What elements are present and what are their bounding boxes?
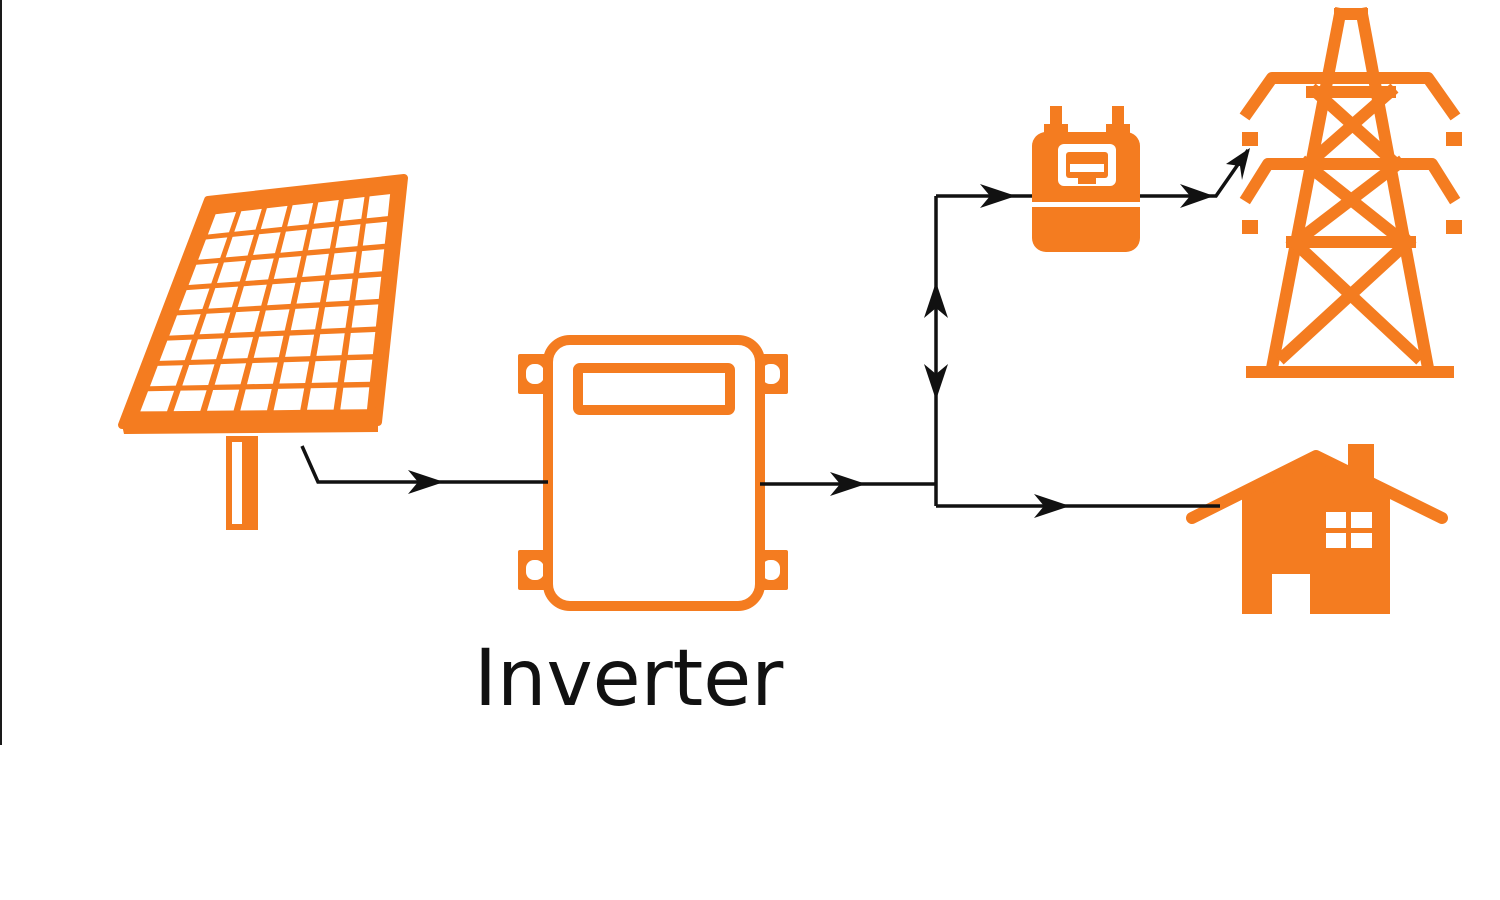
arrowhead-bus-to-meter bbox=[980, 184, 1016, 208]
solar-cell bbox=[313, 200, 339, 224]
solar-cell bbox=[307, 387, 337, 410]
solar-cell bbox=[362, 221, 388, 246]
arrowhead-solar-to-inverter bbox=[408, 470, 444, 494]
arrowhead-bus-up bbox=[924, 282, 948, 318]
solar-cell bbox=[182, 364, 215, 386]
solar-cell bbox=[199, 312, 231, 335]
connector-solar-to-inverter bbox=[300, 445, 548, 484]
solar-cell bbox=[207, 389, 240, 411]
solar-cell bbox=[253, 335, 284, 358]
solar-cell bbox=[344, 359, 373, 383]
solar-cell bbox=[287, 203, 314, 227]
arrowhead-inverter-to-junction bbox=[830, 472, 866, 496]
solar-cell bbox=[279, 361, 310, 384]
solar-cell bbox=[325, 278, 353, 302]
solar-cell bbox=[340, 197, 365, 221]
solar-cell bbox=[178, 288, 210, 311]
solar-cell bbox=[321, 306, 349, 329]
solar-cell bbox=[191, 338, 223, 360]
solar-cell bbox=[198, 237, 228, 260]
solar-cell bbox=[188, 263, 219, 285]
arrowhead-into-tower bbox=[1226, 148, 1250, 180]
house-icon bbox=[1186, 444, 1448, 614]
solar-cell bbox=[267, 282, 296, 306]
solar-cell bbox=[273, 388, 305, 411]
solar-cell bbox=[245, 258, 274, 281]
arrowhead-bus-to-house bbox=[1034, 494, 1070, 518]
solar-panel-icon bbox=[118, 174, 408, 530]
solar-cell bbox=[290, 307, 320, 331]
solar-cell bbox=[159, 339, 192, 361]
arrowheads bbox=[408, 148, 1250, 518]
solar-cell bbox=[330, 251, 357, 275]
solar-cell bbox=[340, 387, 370, 410]
solar-cell bbox=[230, 310, 260, 333]
solar-cell bbox=[355, 276, 382, 301]
solar-cell bbox=[247, 362, 278, 385]
solar-cell bbox=[308, 226, 334, 251]
solar-cell bbox=[240, 389, 272, 411]
solar-cell bbox=[311, 360, 341, 383]
solar-cell bbox=[260, 205, 288, 230]
inverter-label: Inverter bbox=[474, 634, 784, 724]
solar-cell bbox=[217, 260, 246, 283]
arrowhead-meter-to-tower bbox=[1180, 184, 1214, 208]
solar-cell bbox=[234, 208, 262, 232]
solar-cell bbox=[296, 280, 324, 304]
solar-cell bbox=[366, 194, 391, 219]
solar-cell bbox=[173, 390, 207, 412]
solar-cell bbox=[207, 211, 237, 235]
solar-cell bbox=[302, 253, 329, 277]
solar-cell bbox=[237, 284, 267, 307]
solar-cell bbox=[150, 365, 183, 387]
solar-cell bbox=[351, 304, 379, 328]
solar-cell bbox=[335, 224, 361, 248]
electric-meter-icon bbox=[1032, 106, 1140, 252]
solar-cell bbox=[214, 363, 247, 385]
solar-cell bbox=[169, 314, 201, 336]
left-edge-border bbox=[0, 0, 2, 745]
solar-cell bbox=[140, 390, 175, 412]
solar-cell bbox=[347, 332, 376, 355]
transmission-tower-icon bbox=[1239, 6, 1461, 378]
arrowhead-bus-down bbox=[924, 364, 948, 400]
inverter-icon bbox=[518, 335, 788, 611]
solar-cell bbox=[225, 234, 254, 258]
solar-cell bbox=[359, 249, 385, 273]
solar-cell bbox=[316, 333, 345, 356]
solar-cell bbox=[208, 286, 239, 309]
solar-cell bbox=[253, 232, 281, 255]
solar-cell bbox=[222, 337, 253, 359]
tower-insulators bbox=[1242, 132, 1462, 234]
solar-cell bbox=[285, 334, 315, 357]
solar-cell bbox=[280, 229, 308, 253]
solar-cell bbox=[273, 256, 302, 279]
solar-cell bbox=[260, 309, 290, 332]
